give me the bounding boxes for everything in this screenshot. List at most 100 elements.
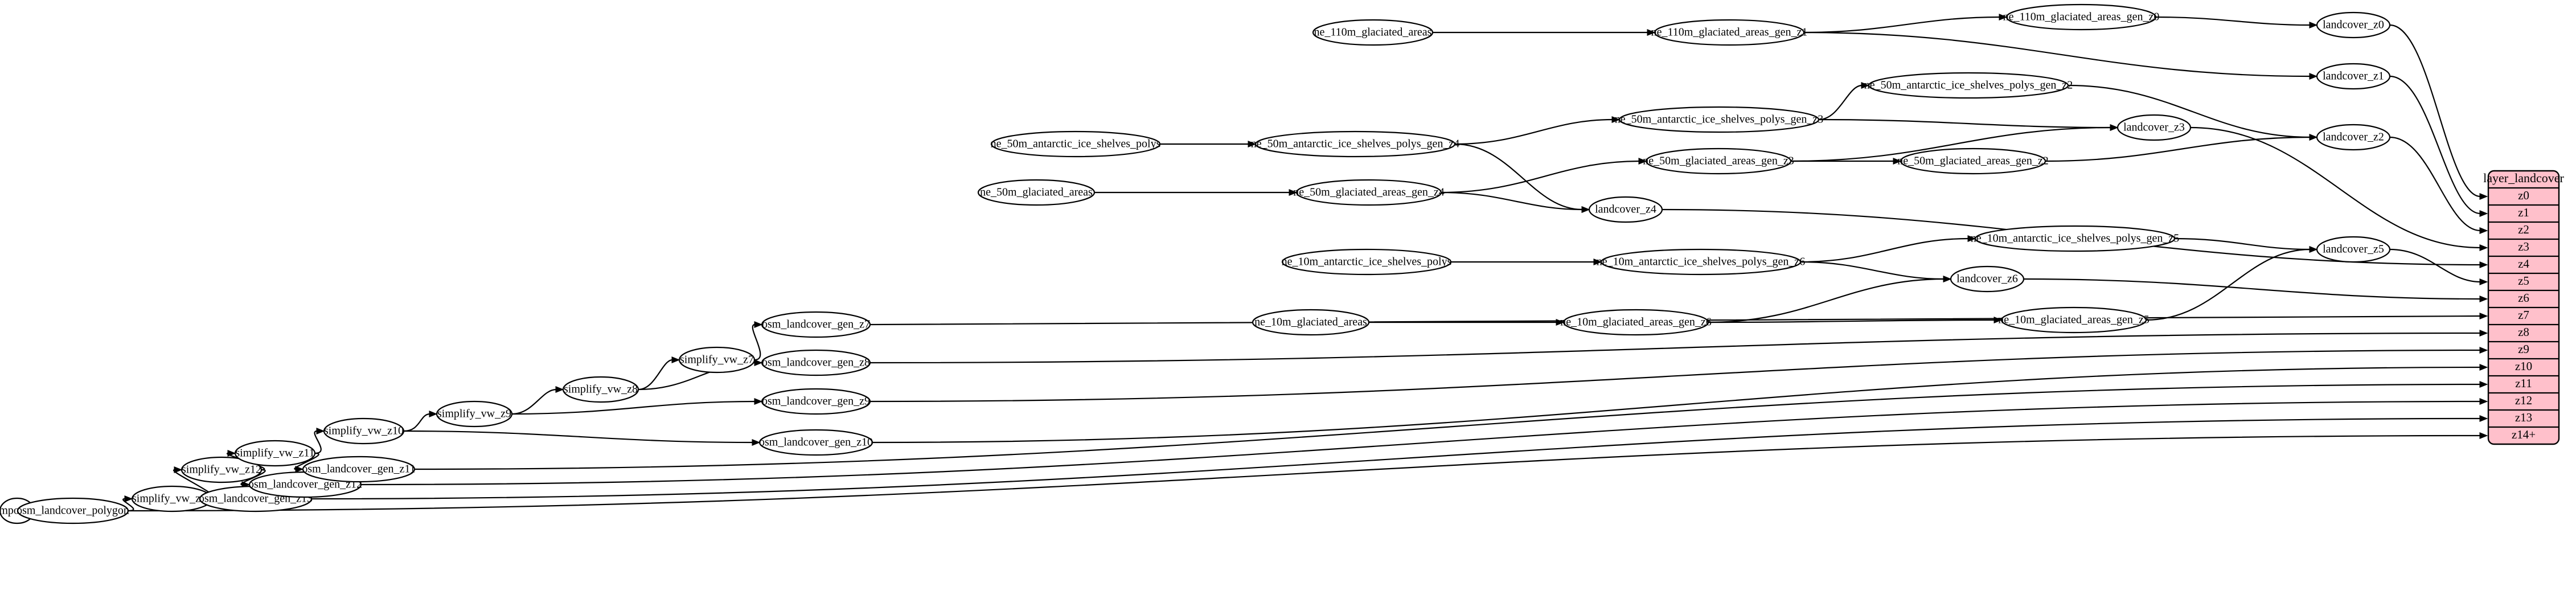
record-row-z13[interactable]: z13 xyxy=(2515,411,2532,424)
node-label: osm_landcover_gen_z8 xyxy=(762,356,870,369)
record-row-z4[interactable]: z4 xyxy=(2518,257,2529,270)
node-ne_10m_glaciated_areas[interactable]: ne_10m_glaciated_areas xyxy=(1252,309,1370,336)
edge-path xyxy=(1800,261,1945,280)
edge-path xyxy=(1441,191,1583,211)
node-label: osm_landcover_polygon xyxy=(17,505,129,517)
node-landcover_z2[interactable]: landcover_z2 xyxy=(2316,124,2391,151)
node-ellipse xyxy=(17,497,129,524)
edge-simplify_vw_z11-to-simplify_vw_z10 xyxy=(314,428,325,454)
node-label: simplify_vw_z9 xyxy=(437,408,511,420)
edge-landcover_z3-to-layer_landcover.z3 xyxy=(2190,126,2488,251)
arrow-head-icon xyxy=(1647,29,1656,36)
node-ellipse xyxy=(181,456,262,483)
node-ellipse xyxy=(758,429,873,456)
edge-path xyxy=(511,388,557,415)
edge-path xyxy=(1454,143,1583,211)
node-landcover_z5[interactable]: landcover_z5 xyxy=(2316,236,2391,263)
arrow-head-icon xyxy=(1943,276,1952,282)
node-ne_10m_antarctic_ice_shelves_polys[interactable]: ne_10m_antarctic_ice_shelves_polys xyxy=(1282,248,1452,276)
edge-layer xyxy=(9,14,2488,514)
record-row-z5[interactable]: z5 xyxy=(2518,274,2529,288)
node-osm_landcover_gen_z7[interactable]: osm_landcover_gen_z7 xyxy=(761,311,871,338)
node-simplify_vw_z12[interactable]: simplify_vw_z12 xyxy=(181,456,262,483)
node-ne_50m_glaciated_areas_gen_z2[interactable]: ne_50m_glaciated_areas_gen_z2 xyxy=(1897,147,2049,175)
record-row-z11[interactable]: z11 xyxy=(2515,376,2532,390)
arrow-head-icon xyxy=(2479,432,2488,439)
node-ne_10m_antarctic_ice_shelves_polys_gen_z6[interactable]: ne_10m_antarctic_ice_shelves_polys_gen_z… xyxy=(1597,248,1806,276)
node-osm_landcover_gen_z8[interactable]: osm_landcover_gen_z8 xyxy=(761,349,871,376)
node-ne_50m_glaciated_areas_gen_z4[interactable]: ne_50m_glaciated_areas_gen_z4 xyxy=(1293,179,1445,206)
arrow-head-icon xyxy=(2479,330,2488,337)
record-row-z9[interactable]: z9 xyxy=(2518,342,2529,356)
node-ellipse xyxy=(761,311,871,338)
node-ne_50m_antarctic_ice_shelves_polys_gen_z2[interactable]: ne_50m_antarctic_ice_shelves_polys_gen_z… xyxy=(1864,72,2073,99)
node-simplify_vw_z11[interactable]: simplify_vw_z11 xyxy=(234,440,316,467)
arrow-head-icon xyxy=(754,359,763,366)
node-ellipse xyxy=(2316,63,2391,90)
arrow-head-icon xyxy=(124,495,133,502)
edge-simplify_vw_z10-to-simplify_vw_z9 xyxy=(403,411,438,432)
record-row-z2[interactable]: z2 xyxy=(2518,223,2529,236)
edge-ne_10m_antarctic_ice_shelves_polys_gen_z6-to-ne_10m_antarctic_ice_shelves_polys_gen_z5 xyxy=(1800,235,1976,263)
edge-path xyxy=(403,430,753,444)
edge-ne_50m_glaciated_areas_gen_z4-to-landcover_z4 xyxy=(1441,191,1590,213)
arrow-head-icon xyxy=(2479,364,2488,371)
node-label: landcover_z4 xyxy=(1595,203,1656,216)
node-ne_110m_glaciated_areas_gen_z1[interactable]: ne_110m_glaciated_areas_gen_z1 xyxy=(1651,19,1808,46)
node-landcover_z1[interactable]: landcover_z1 xyxy=(2316,63,2391,90)
arrow-head-icon xyxy=(1556,319,1565,326)
node-ne_110m_glaciated_areas_gen_z0[interactable]: ne_110m_glaciated_areas_gen_z0 xyxy=(2003,3,2160,31)
node-ne_50m_antarctic_ice_shelves_polys_gen_z3[interactable]: ne_50m_antarctic_ice_shelves_polys_gen_z… xyxy=(1615,106,1824,133)
record-row-z14+[interactable]: z14+ xyxy=(2512,428,2536,441)
edge-path xyxy=(2389,136,2481,232)
record-row-z7[interactable]: z7 xyxy=(2518,308,2529,322)
node-simplify_vw_z8[interactable]: simplify_vw_z8 xyxy=(562,376,639,403)
node-ellipse xyxy=(761,388,871,415)
node-label: landcover_z1 xyxy=(2323,70,2384,83)
node-osm_landcover_gen_z11[interactable]: osm_landcover_gen_z11 xyxy=(302,456,416,483)
arrow-head-icon xyxy=(1999,14,2008,20)
node-ne_50m_antarctic_ice_shelves_polys[interactable]: ne_50m_antarctic_ice_shelves_polys xyxy=(991,130,1161,158)
node-ellipse xyxy=(1654,19,1805,46)
arrow-head-icon xyxy=(2309,134,2318,141)
record-row-z6[interactable]: z6 xyxy=(2518,291,2529,305)
record-row-z1[interactable]: z1 xyxy=(2518,206,2529,219)
node-simplify_vw_z7[interactable]: simplify_vw_z7 xyxy=(678,346,756,374)
arrow-head-icon xyxy=(2479,347,2488,354)
record-row-z0[interactable]: z0 xyxy=(2518,188,2529,202)
node-landcover_z3[interactable]: landcover_z3 xyxy=(2116,114,2192,141)
edge-ne_110m_glaciated_areas_gen_z1-to-landcover_z1 xyxy=(1803,31,2318,80)
edge-osm_landcover_gen_z10-to-layer_landcover.z10 xyxy=(872,364,2488,444)
node-ne_10m_glaciated_areas_gen_z6[interactable]: ne_10m_glaciated_areas_gen_z6 xyxy=(1560,309,1712,336)
node-simplify_vw_z10[interactable]: simplify_vw_z10 xyxy=(323,417,405,445)
node-osm_landcover_gen_z10[interactable]: osm_landcover_gen_z10 xyxy=(758,429,873,456)
edge-path xyxy=(1441,160,1640,194)
record-row-z3[interactable]: z3 xyxy=(2518,240,2529,253)
node-landcover_z4[interactable]: landcover_z4 xyxy=(1588,196,1663,223)
record-row-z8[interactable]: z8 xyxy=(2518,325,2529,339)
node-ellipse xyxy=(1312,19,1434,46)
record-node-layer: layer_landcoverz0z1z2z3z4z5z6z7z8z9z10z1… xyxy=(2483,170,2565,445)
node-ellipse xyxy=(2005,3,2157,31)
edge-osm_landcover_gen_z13-to-layer_landcover.z13 xyxy=(311,415,2488,500)
node-ne_50m_antarctic_ice_shelves_polys_gen_z4[interactable]: ne_50m_antarctic_ice_shelves_polys_gen_z… xyxy=(1251,130,1460,158)
node-simplify_vw_z13[interactable]: simplify_vw_z13 xyxy=(131,485,213,512)
record-row-z10[interactable]: z10 xyxy=(2515,359,2532,373)
node-ne_110m_glaciated_areas[interactable]: ne_110m_glaciated_areas xyxy=(1312,19,1434,46)
node-landcover_z6[interactable]: landcover_z6 xyxy=(1950,265,2025,293)
edge-path xyxy=(869,349,2481,403)
record-node-layer-landcover[interactable]: layer_landcoverz0z1z2z3z4z5z6z7z8z9z10z1… xyxy=(2483,170,2565,445)
node-label: ne_50m_antarctic_ice_shelves_polys_gen_z… xyxy=(1615,113,1824,126)
edge-osm_landcover_gen_z11-to-layer_landcover.z11 xyxy=(414,381,2488,470)
node-simplify_vw_z9[interactable]: simplify_vw_z9 xyxy=(436,400,513,428)
node-ne_10m_antarctic_ice_shelves_polys_gen_z5[interactable]: ne_10m_antarctic_ice_shelves_polys_gen_z… xyxy=(1971,225,2180,252)
record-row-z12[interactable]: z12 xyxy=(2515,393,2532,407)
node-ne_50m_glaciated_areas_gen_z3[interactable]: ne_50m_glaciated_areas_gen_z3 xyxy=(1643,147,1794,175)
node-ne_50m_glaciated_areas[interactable]: ne_50m_glaciated_areas xyxy=(977,179,1096,206)
node-osm_landcover_polygon[interactable]: osm_landcover_polygon xyxy=(17,497,129,524)
node-ne_10m_glaciated_areas_gen_z5[interactable]: ne_10m_glaciated_areas_gen_z5 xyxy=(1998,306,2150,334)
node-landcover_z0[interactable]: landcover_z0 xyxy=(2316,11,2391,39)
node-osm_landcover_gen_z9[interactable]: osm_landcover_gen_z9 xyxy=(761,388,871,415)
edge-ne_50m_glaciated_areas-to-ne_50m_glaciated_areas_gen_z4 xyxy=(1094,189,1298,196)
